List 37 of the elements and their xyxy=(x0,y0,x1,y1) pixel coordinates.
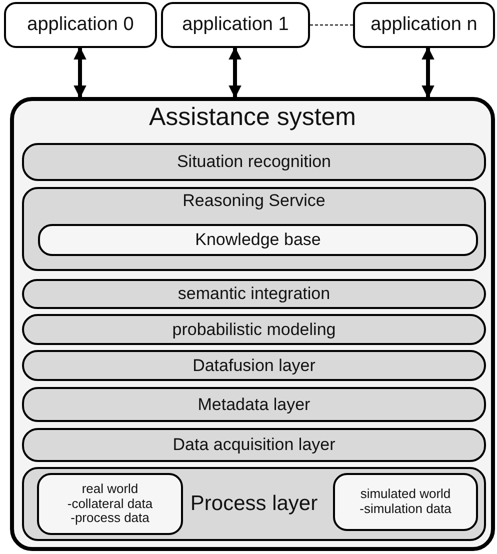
box-label: Metadata layer xyxy=(198,394,310,414)
box-label: Situation recognition xyxy=(176,152,332,172)
application-box xyxy=(161,2,310,48)
layer-bar xyxy=(22,428,486,462)
box-label: application 1 xyxy=(182,14,289,36)
layer-bar xyxy=(22,187,486,271)
box-label: Knowledge base xyxy=(195,230,321,250)
data-source-box xyxy=(333,473,478,531)
box-label: -collateral data xyxy=(67,496,153,512)
box-label: simulated world xyxy=(360,487,451,502)
box-label: probabilistic modeling xyxy=(172,320,336,340)
system-panel xyxy=(10,97,495,551)
data-source-box xyxy=(37,473,183,535)
box-label: Process layer xyxy=(190,492,318,516)
box-label: Data acquisition layer xyxy=(172,435,336,455)
double-arrow xyxy=(74,46,86,98)
layer-bar xyxy=(22,387,486,422)
double-arrow xyxy=(228,46,242,98)
application-box xyxy=(353,2,495,48)
layer-bar xyxy=(22,143,486,181)
layer-bar xyxy=(22,314,486,345)
data-source-box xyxy=(38,224,478,256)
box-label: real world xyxy=(82,482,138,497)
box-label: -process data xyxy=(70,511,150,526)
box-label: application 0 xyxy=(27,14,134,36)
layer-bar xyxy=(22,350,486,381)
box-label: semantic integration xyxy=(178,284,330,304)
box-label: -simulation data xyxy=(360,502,452,517)
application-box xyxy=(4,2,157,48)
box-label: application n xyxy=(370,14,478,36)
layer-bar xyxy=(22,279,486,309)
connector-line xyxy=(310,24,354,26)
box-label: Reasoning Service xyxy=(182,191,326,211)
layer-bar xyxy=(22,467,486,541)
double-arrow xyxy=(422,46,434,98)
box-label: Assistance system xyxy=(148,103,356,132)
box-label: Datafusion layer xyxy=(192,356,316,376)
